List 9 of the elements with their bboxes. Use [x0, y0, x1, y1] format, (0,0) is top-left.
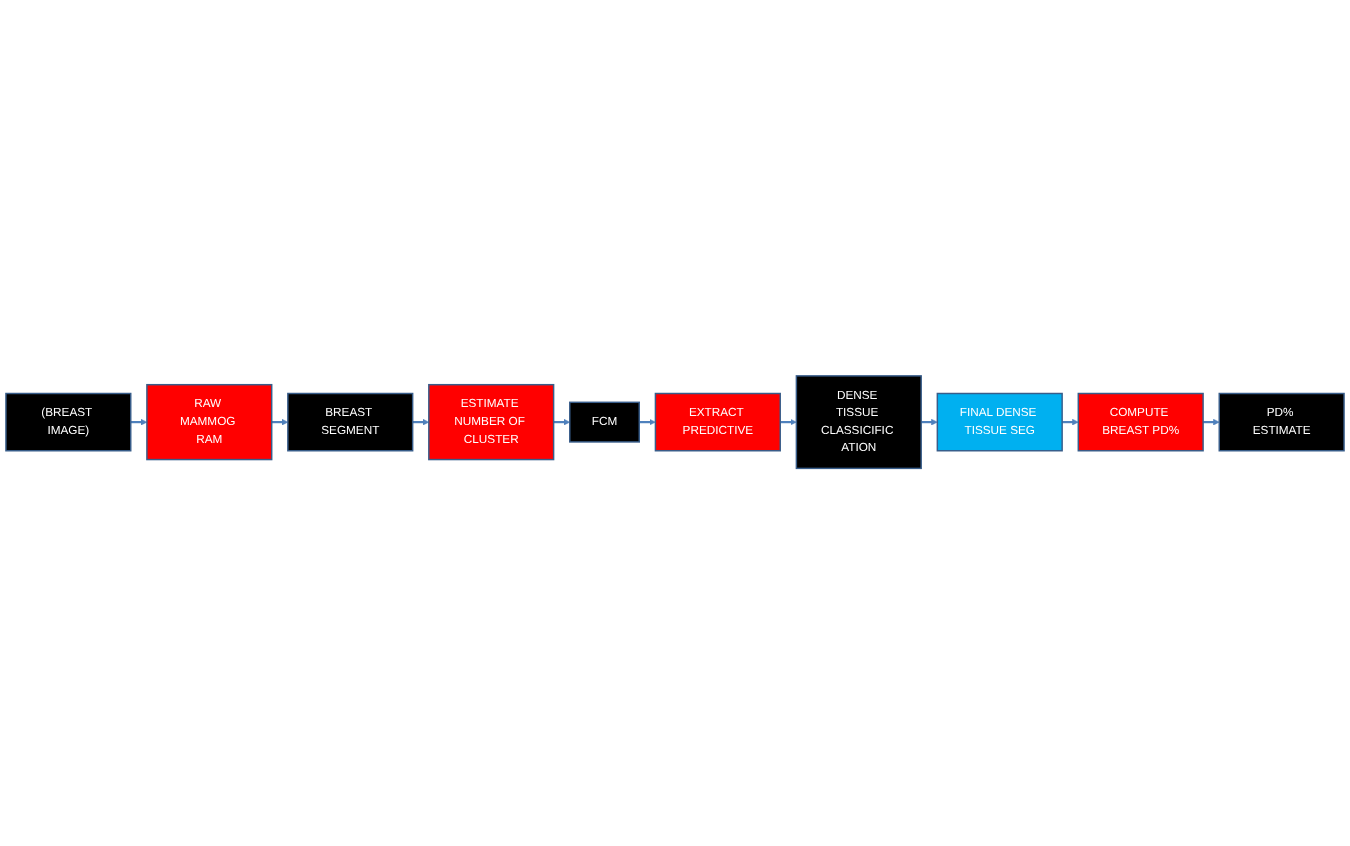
arrow — [780, 419, 797, 427]
arrow — [1062, 419, 1079, 427]
arrow — [271, 419, 289, 427]
arrow — [412, 419, 430, 427]
arrow — [1203, 419, 1220, 427]
arrow — [130, 419, 148, 427]
arrow — [553, 419, 571, 427]
arrow — [639, 419, 656, 427]
arrow — [921, 419, 938, 427]
